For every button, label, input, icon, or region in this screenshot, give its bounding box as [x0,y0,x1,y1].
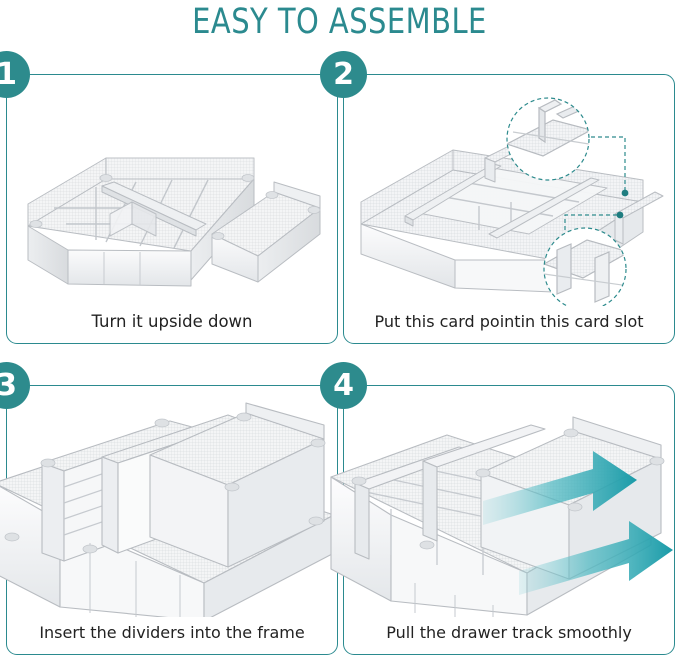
pull-arrow-lower [519,521,673,595]
step-4-caption: Pull the drawer track smoothly [386,623,632,642]
step-2-caption-mask [345,306,673,342]
step-badge-4: 4 [320,362,367,409]
step-card-3: 3 Insert the dividers into the frame [0,362,338,655]
step-4-illustration [330,405,679,630]
step-badge-3: 3 [0,362,30,409]
step-3-illustration [0,402,350,628]
pull-arrow-upper [483,451,637,525]
step-card-2: 2 Put this card pointin this card slot [320,51,675,344]
page-title: EASY TO ASSEMBLE [192,2,487,42]
step-badge-2: 2 [320,51,367,98]
step-1-illustration [6,74,338,296]
step-1-clip [6,74,338,344]
step-1-caption-mask [8,306,336,342]
step-1-caption: Turn it upside down [91,312,253,331]
step-2-caption: Put this card pointin this card slot [374,312,644,331]
step-card-4: 4 Pull the drawer track smoothly [320,362,675,655]
step-4-caption-mask [345,617,673,653]
step-3-caption: Insert the dividers into the frame [39,623,305,642]
step-2-illustration [343,74,675,311]
step-3-caption-mask [8,617,336,653]
step-card-1: 1 Turn it upside down [0,51,338,344]
step-2-clip [343,74,675,344]
